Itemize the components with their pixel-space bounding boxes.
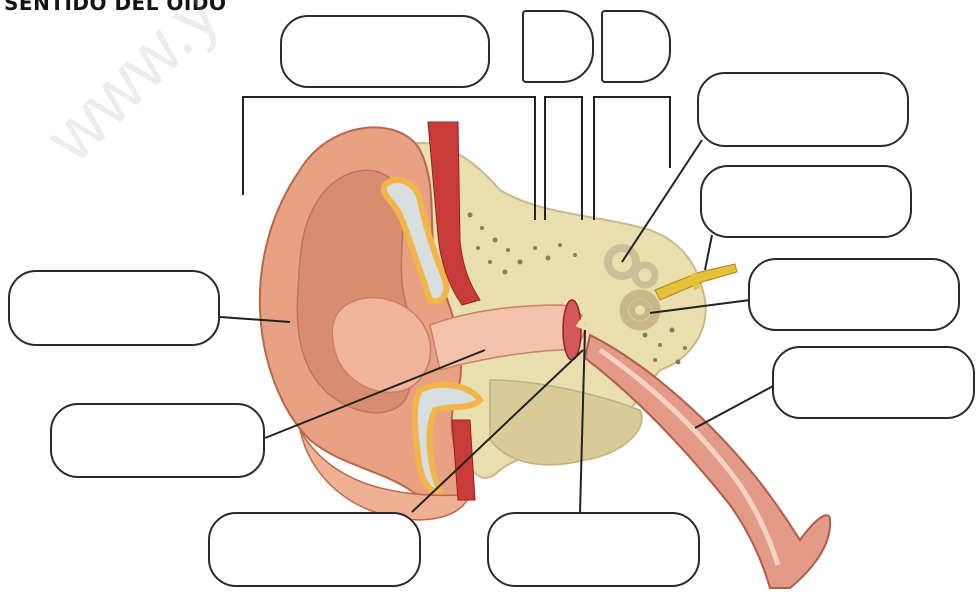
answer-box-top-wide[interactable] [280, 15, 490, 88]
answer-box-left-1[interactable] [8, 270, 220, 346]
answer-box-top-small-1[interactable] [522, 10, 594, 83]
answer-box-top-small-2[interactable] [601, 10, 671, 83]
answer-box-right-2[interactable] [700, 165, 912, 238]
leader-right-4 [695, 385, 775, 428]
bracket-inner-ear [594, 97, 670, 220]
answer-box-bottom-1[interactable] [208, 512, 421, 587]
answer-box-right-1[interactable] [697, 72, 909, 147]
tympanic-membrane [563, 300, 581, 360]
leader-right-2 [705, 235, 712, 270]
bracket-middle-ear [545, 97, 582, 220]
answer-box-left-2[interactable] [50, 403, 265, 478]
answer-box-right-3[interactable] [748, 258, 960, 331]
answer-box-bottom-2[interactable] [487, 512, 700, 587]
answer-box-right-4[interactable] [772, 346, 975, 419]
